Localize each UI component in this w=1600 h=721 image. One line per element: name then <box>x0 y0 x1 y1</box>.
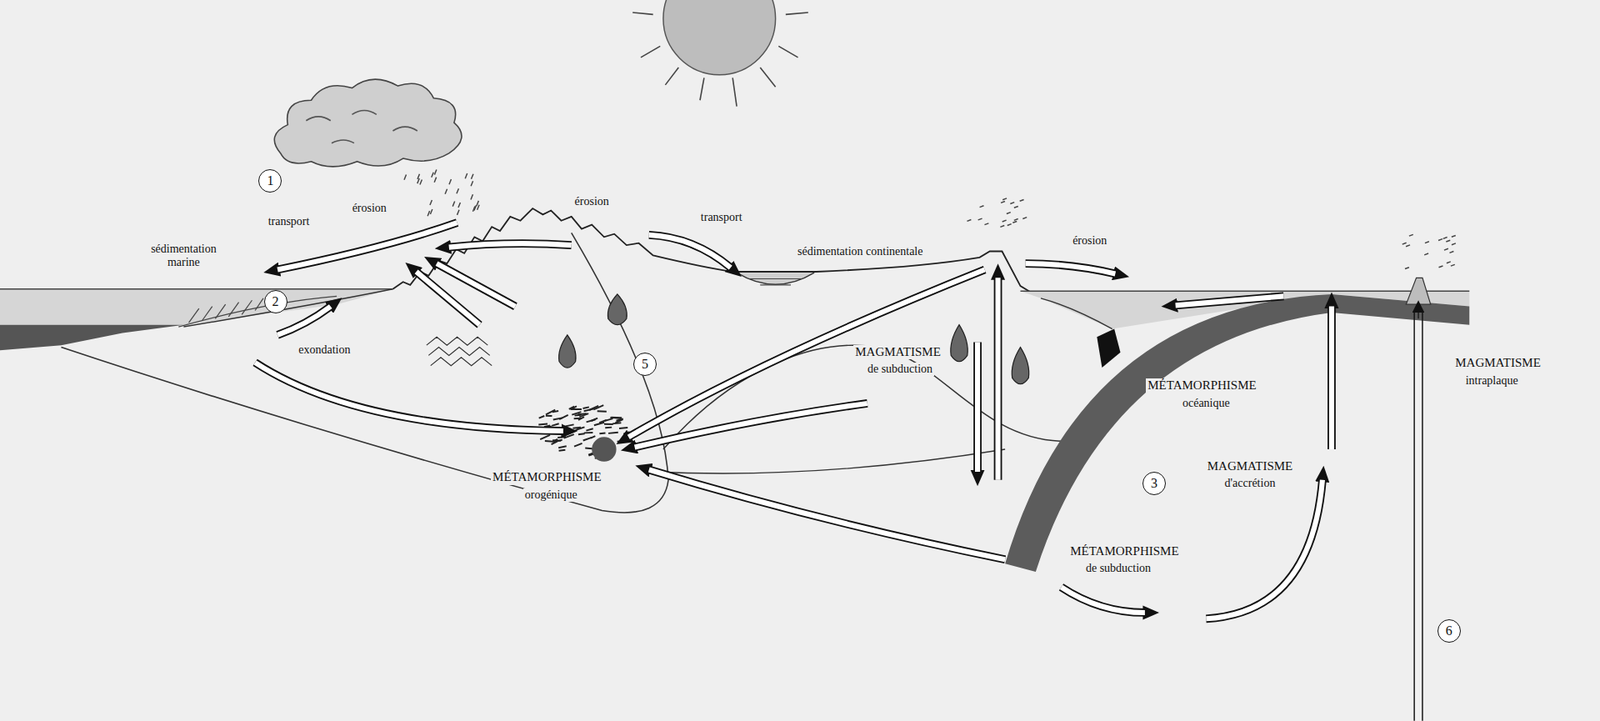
oceanic-plate <box>1331 294 1470 325</box>
callout-circle: 3 <box>1142 471 1166 495</box>
label-text: érosion <box>573 195 611 209</box>
subducting-slab <box>1005 294 1332 572</box>
callout-number: 1 <box>266 173 274 189</box>
rain <box>404 169 480 216</box>
continental-basin <box>736 272 815 285</box>
label-text: exondation <box>296 343 352 357</box>
label-text: de subduction <box>1084 561 1153 575</box>
label-text: transport <box>266 215 312 229</box>
label-text: sédimentation marine <box>132 242 235 270</box>
label-text: MÉTAMORPHISME <box>1145 378 1258 393</box>
label-text: d'accrétion <box>1223 476 1278 490</box>
label-text: MAGMATISME <box>853 345 943 360</box>
label-text: érosion <box>350 201 389 215</box>
label-text: MAGMATISME <box>1205 459 1295 474</box>
label-text: intraplaque <box>1464 374 1520 388</box>
callout-circle: 2 <box>264 290 288 314</box>
cloud <box>274 79 462 167</box>
label-text: orogénique <box>523 488 580 502</box>
label-text: océanique <box>1180 396 1232 410</box>
process-arrow-fill <box>255 222 1332 619</box>
callout-circle: 1 <box>258 169 282 193</box>
label-text: MÉTAMORPHISME <box>490 470 603 485</box>
sun <box>632 0 809 107</box>
mantle-plume <box>1414 310 1423 721</box>
label-text: transport <box>699 210 745 225</box>
callout-circle: 5 <box>633 352 657 376</box>
magma-diapir <box>559 294 1030 385</box>
orogen-outline <box>60 232 669 513</box>
label-text: sédimentation continentale <box>795 245 925 259</box>
label-text: MÉTAMORPHISME <box>1068 544 1180 559</box>
callout-number: 5 <box>641 356 649 372</box>
process-arrow <box>255 222 1332 619</box>
oceanic-crust <box>0 325 184 351</box>
sea <box>0 289 393 325</box>
eruption-plume <box>966 198 1455 270</box>
metamorphic-core <box>591 436 616 461</box>
callout-number: 2 <box>272 294 280 310</box>
callout-circle: 6 <box>1437 619 1461 643</box>
callout-number: 6 <box>1445 623 1453 639</box>
folds <box>426 336 492 365</box>
label-text: érosion <box>1070 234 1109 248</box>
label-text: MAGMATISME <box>1453 355 1543 370</box>
callout-number: 3 <box>1150 475 1158 491</box>
land-surface <box>392 208 1030 292</box>
accretionary-prism <box>1096 329 1120 369</box>
cloud-detail <box>305 110 417 144</box>
label-text: de subduction <box>865 362 935 376</box>
intraplate-volcano <box>1405 277 1430 305</box>
